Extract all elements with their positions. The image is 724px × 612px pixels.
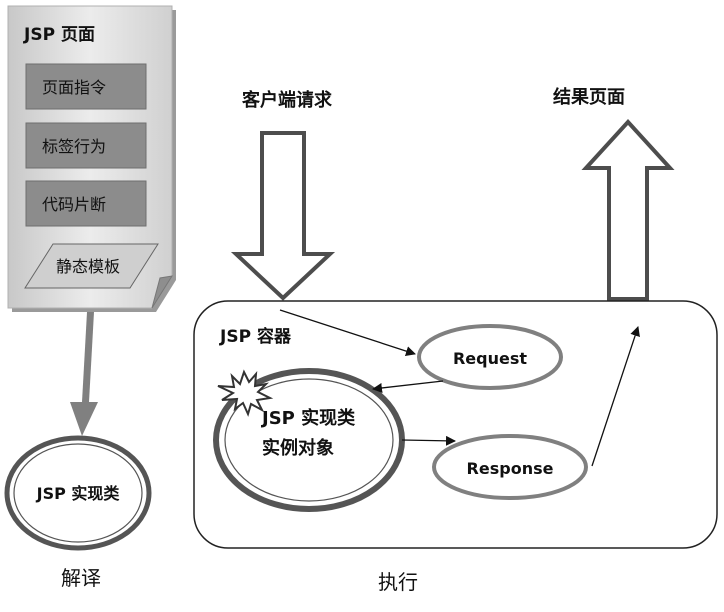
- static-template-label: 静态模板: [56, 257, 120, 276]
- arrow-response-to-result: [591, 326, 640, 467]
- item-page-directive: 页面指令: [42, 78, 106, 97]
- execute-caption: 执行: [378, 570, 418, 594]
- jsp-instance-label-line2: 实例对象: [262, 437, 334, 459]
- item-tag-action: 标签行为: [42, 137, 106, 156]
- arrow-to-request: [279, 309, 416, 356]
- burst-icon: [217, 369, 274, 417]
- jsp-container-title: JSP 容器: [219, 326, 292, 347]
- jsp-instance-node: JSP 实现类 实例对象: [213, 368, 405, 512]
- static-template-shape: [24, 243, 159, 289]
- client-request-label: 客户端请求: [242, 89, 333, 111]
- request-label: Request: [453, 349, 527, 368]
- translate-arrow: [70, 312, 98, 436]
- request-node: Request: [417, 324, 563, 390]
- result-page-arrow-icon: [581, 119, 675, 301]
- page-curl: [151, 275, 174, 309]
- item-code-fragment: 代码片断: [42, 195, 106, 214]
- jsp-implementation-class: JSP 实现类: [4, 435, 152, 551]
- jsp-container: JSP 容器: [193, 300, 718, 549]
- arrow-request-to-instance: [372, 380, 444, 393]
- result-page-label: 结果页面: [553, 86, 625, 108]
- item-box-code-fragment: [25, 180, 147, 227]
- arrow-instance-to-response: [401, 435, 456, 446]
- client-request-arrow-icon: [230, 131, 336, 301]
- response-node: Response: [432, 434, 588, 500]
- jsp-page-document: JSP 页面 页面指令 标签行为 代码片断 静态模板: [7, 5, 176, 312]
- jsp-page-title: JSP 页面: [23, 25, 95, 45]
- jsp-instance-label-line1: JSP 实现类: [260, 407, 356, 429]
- response-label: Response: [467, 459, 554, 478]
- item-box-tag-action: [25, 122, 147, 169]
- translate-caption: 解译: [61, 566, 101, 590]
- item-box-page-directive: [25, 63, 147, 110]
- jsp-implementation-class-label: JSP 实现类: [36, 484, 121, 503]
